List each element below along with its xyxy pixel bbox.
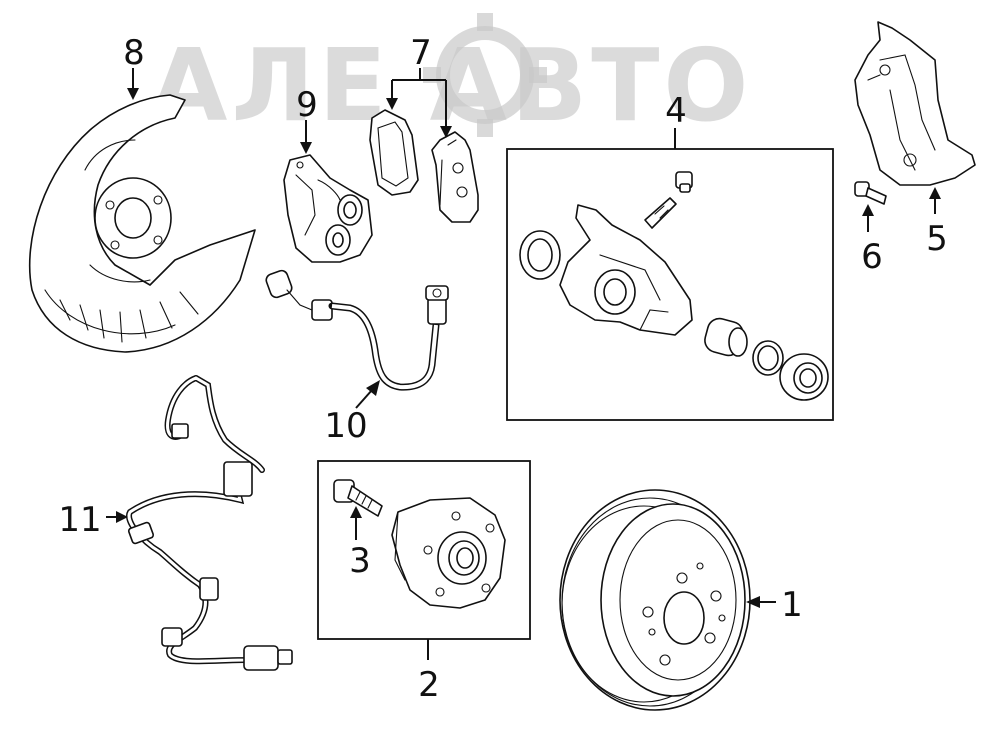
callout-2: 2 <box>418 665 440 705</box>
callout-10: 10 <box>324 406 367 446</box>
callout-1: 1 <box>781 585 803 625</box>
mounting-bracket-part <box>854 21 976 186</box>
caliper-assembly-box <box>506 148 834 421</box>
caliper-body-part <box>283 154 373 263</box>
abs-sensor-part <box>126 375 293 671</box>
dust-shield-part <box>28 94 256 353</box>
callout-9: 9 <box>296 85 318 125</box>
brake-rotor-part <box>559 489 751 711</box>
callout-labels: 8 9 7 4 5 6 10 11 3 2 1 <box>58 33 947 705</box>
callout-3: 3 <box>349 541 371 581</box>
caliper-assembly-part <box>519 171 829 401</box>
callout-11: 11 <box>58 500 101 540</box>
watermark: АЛЕ АВТО <box>150 13 748 144</box>
brake-pads-part <box>369 109 479 223</box>
leader-lines <box>106 68 941 660</box>
bolt-part <box>854 181 887 205</box>
hub-part <box>391 497 506 609</box>
callout-8: 8 <box>123 33 145 73</box>
hub-assembly-box <box>317 460 531 640</box>
hub-bolt-part <box>333 479 383 517</box>
brake-hose-part <box>265 269 449 391</box>
callout-7: 7 <box>410 33 432 73</box>
callout-5: 5 <box>926 219 948 259</box>
callout-4: 4 <box>665 91 687 131</box>
callout-6: 6 <box>861 237 883 277</box>
watermark-gear-icon <box>423 13 547 137</box>
